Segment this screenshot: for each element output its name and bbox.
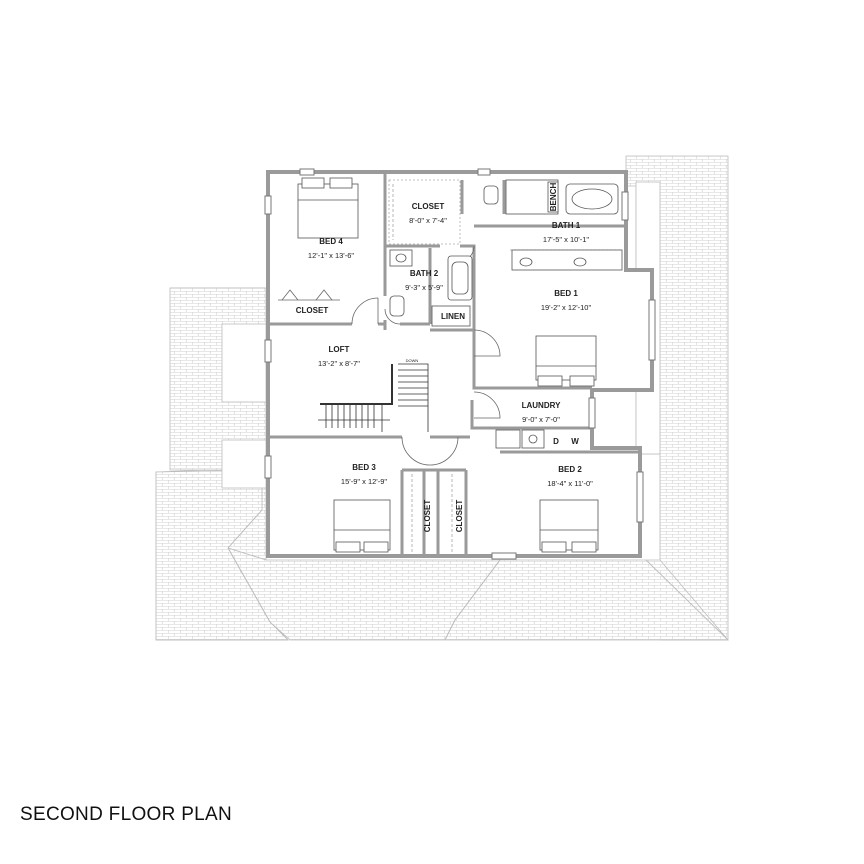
loft-dims: 13'-2" x 8'-7"	[318, 359, 360, 368]
roof-void-left	[221, 323, 267, 403]
vanity-bath1	[511, 249, 623, 271]
bed3-name: BED 3	[352, 463, 376, 472]
toilet-bath2	[389, 295, 405, 317]
linen-shelves	[431, 305, 471, 327]
bath1-dims: 17'-5" x 10'-1"	[543, 235, 589, 244]
bed1-dims: 19'-2" x 12'-10"	[541, 303, 592, 312]
laundry-dims: 9'-0" x 7'-0"	[522, 415, 560, 424]
closet-right-label: CLOSET	[455, 500, 464, 533]
bed1-name: BED 1	[554, 289, 578, 298]
roof-void-left-2	[221, 439, 267, 489]
staircase	[318, 363, 429, 432]
closet-top-dims: 8'-0" x 7'-4"	[409, 216, 447, 225]
laundry-counter	[495, 429, 521, 449]
plan-title: SECOND FLOOR PLAN	[20, 804, 233, 825]
bath1-name: BATH 1	[552, 221, 581, 230]
bed-4-furniture	[297, 177, 359, 239]
bath-fixtures	[389, 179, 623, 449]
closet-left-label: CLOSET	[423, 500, 432, 533]
dryer-label: D	[553, 437, 559, 446]
bed2-dims: 18'-4" x 11'-0"	[547, 479, 593, 488]
closet-bed4-label: CLOSET	[296, 306, 329, 315]
bed4-name: BED 4	[319, 237, 343, 246]
washer-label: W	[571, 437, 579, 446]
bath2-name: BATH 2	[410, 269, 439, 278]
interior-walls	[268, 172, 640, 556]
linen-label: LINEN	[441, 312, 465, 321]
loft-name: LOFT	[329, 345, 350, 354]
bed2-name: BED 2	[558, 465, 582, 474]
room-labels: BED 4 12'-1" x 13'-6" CLOSET 8'-0" x 7'-…	[296, 202, 593, 488]
toilet-bath1	[483, 185, 499, 205]
bed-1-furniture	[535, 335, 597, 387]
bed3-dims: 15'-9" x 12'-9"	[341, 477, 387, 486]
laundry-name: LAUNDRY	[522, 401, 561, 410]
beds	[297, 177, 599, 553]
closet-top-name: CLOSET	[412, 202, 445, 211]
bench-label: BENCH	[549, 183, 558, 212]
bed4-dims: 12'-1" x 13'-6"	[308, 251, 354, 260]
bath2-dims: 9'-3" x 5'-9"	[405, 283, 443, 292]
bed-2-furniture	[539, 499, 599, 553]
stair-down-label: DOWN	[406, 358, 419, 363]
bed-3-furniture	[333, 499, 391, 553]
